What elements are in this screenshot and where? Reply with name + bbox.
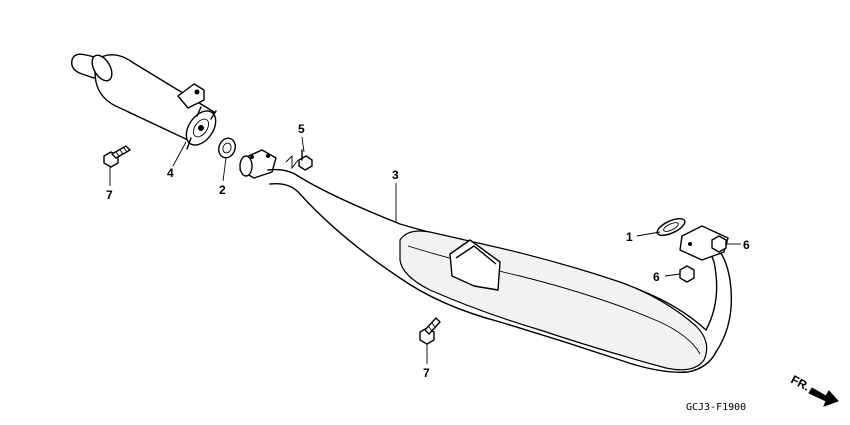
front-arrow-icon (808, 387, 839, 407)
nut-lower-drawing (679, 265, 695, 283)
bolt-muffler-drawing (103, 145, 131, 168)
front-direction-indicator: FR. (789, 372, 839, 407)
callout-2: 2 (219, 183, 226, 197)
callout-7-upper: 7 (106, 188, 113, 202)
gasket-silencer-drawing (218, 137, 236, 159)
callout-1: 1 (626, 230, 633, 244)
bolt-chamber-drawing (419, 317, 441, 345)
muffler-drawing (71, 53, 217, 150)
nut-upper-drawing (711, 235, 727, 253)
callout-6-upper: 6 (743, 238, 750, 252)
callout-4: 4 (167, 166, 174, 180)
direction-label: FR. (789, 372, 813, 393)
diagram-code: GCJ3-F1900 (686, 402, 746, 413)
callout-3: 3 (392, 168, 399, 182)
callout-6-lower: 6 (653, 270, 660, 284)
exhaust-chamber-drawing (239, 149, 733, 373)
callout-5: 5 (298, 122, 305, 136)
callout-7-lower: 7 (423, 366, 430, 380)
gasket-exhaust-pipe-drawing (656, 217, 686, 237)
bolt-joint-drawing (285, 149, 313, 171)
